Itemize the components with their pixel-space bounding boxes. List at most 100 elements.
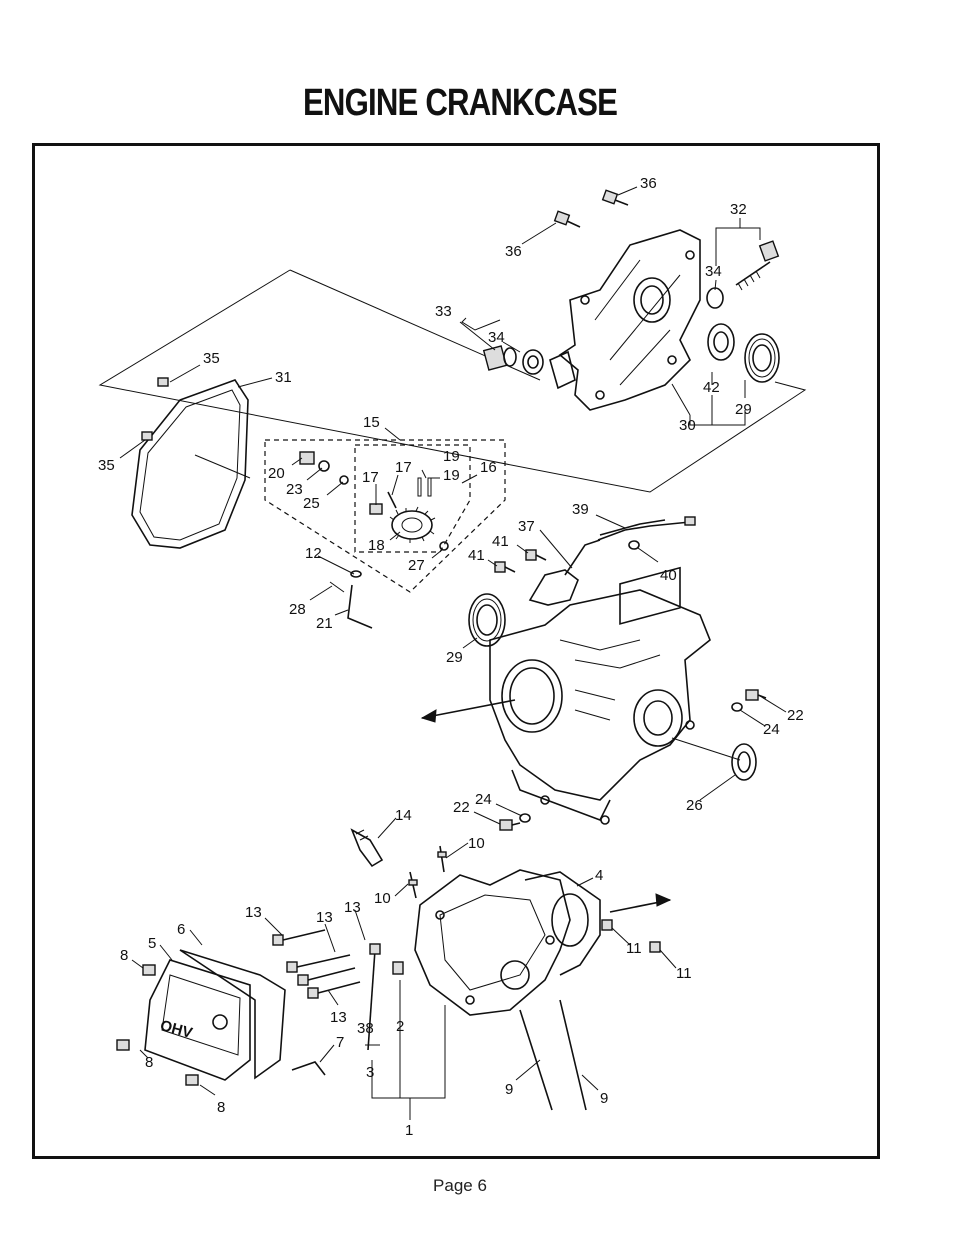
governor-assembly-15 (264, 439, 506, 593)
bolt-8-upper (142, 964, 156, 976)
bolt-22-lower (499, 819, 521, 831)
label-10-upper: 10 (468, 835, 485, 852)
label-13-a: 13 (245, 904, 262, 921)
oil-drain-plug-32 (735, 240, 780, 291)
label-42: 42 (703, 379, 720, 396)
governor-weight-17 (369, 503, 383, 515)
washer-24-right (731, 702, 743, 712)
bolt-41b (525, 549, 547, 561)
bolt-22-right (745, 689, 767, 701)
crankcase-block (489, 566, 711, 825)
governor-sleeve-20 (299, 451, 315, 465)
oil-seal-26 (731, 743, 757, 781)
label-8-upper: 8 (120, 947, 128, 964)
leader-lines (119, 186, 787, 1120)
breather-tube-7 (291, 1061, 326, 1076)
label-16: 16 (480, 459, 497, 476)
washer-24-lower (519, 813, 531, 823)
guide-3 (369, 943, 381, 955)
label-23: 23 (286, 481, 303, 498)
label-9-right: 9 (600, 1090, 608, 1107)
clip-25 (339, 475, 349, 485)
guide-2 (392, 961, 404, 975)
label-19-upper: 19 (443, 448, 460, 465)
label-35-upper: 35 (203, 350, 220, 367)
label-7: 7 (336, 1034, 344, 1051)
governor-pin-19b (427, 477, 432, 497)
page-title: ENGINE CRANKCASE (302, 82, 618, 124)
washer-27 (439, 541, 449, 551)
label-31: 31 (275, 369, 292, 386)
page-number: Page 6 (433, 1176, 487, 1195)
label-4: 4 (595, 867, 603, 884)
ohv-emblem: OHV (158, 1017, 194, 1042)
stud-9-left (519, 1009, 553, 1111)
label-41-upper: 41 (492, 533, 509, 550)
label-22-right: 22 (787, 707, 804, 724)
label-24-lower: 24 (475, 791, 492, 808)
label-36-lower: 36 (505, 243, 522, 260)
label-36-upper: 36 (640, 175, 657, 192)
label-11-upper: 11 (626, 940, 642, 957)
label-29-right: 29 (735, 401, 752, 418)
wire-harness-39 (597, 516, 696, 541)
bearing-29-left (468, 593, 506, 647)
spark-plug-14 (350, 828, 384, 868)
arrow-left (421, 699, 516, 719)
label-6: 6 (177, 921, 185, 938)
gasket-31 (131, 379, 249, 549)
label-8-lower: 8 (217, 1099, 225, 1116)
label-8-middle: 8 (145, 1054, 153, 1071)
bolt-8-middle (116, 1039, 130, 1051)
label-5: 5 (148, 935, 156, 952)
push-rod-38 (367, 949, 376, 1051)
dowel-pin-11-lower (649, 941, 661, 953)
dowel-pin-11-upper (601, 919, 613, 931)
label-19-lower: 19 (443, 467, 460, 484)
washer-23 (318, 460, 330, 472)
oil-filler-cap-33 (482, 345, 576, 390)
label-12: 12 (305, 545, 322, 562)
label-38: 38 (357, 1020, 374, 1037)
clip-40 (628, 540, 640, 550)
o-ring-34-right (706, 287, 724, 309)
label-22-lower: 22 (453, 799, 470, 816)
label-2: 2 (396, 1018, 404, 1035)
label-30: 30 (679, 417, 696, 434)
label-34-right: 34 (705, 263, 722, 280)
cylinder-head-1 (414, 869, 571, 1016)
label-41-lower: 41 (468, 547, 485, 564)
label-35-lower: 35 (98, 457, 115, 474)
label-15: 15 (363, 414, 380, 431)
stud-9-right (559, 999, 587, 1111)
label-20: 20 (268, 465, 285, 482)
dowel-pin-35-upper (157, 377, 169, 387)
label-13-d: 13 (330, 1009, 347, 1026)
label-29-left: 29 (446, 649, 463, 666)
label-17-left: 17 (362, 469, 379, 486)
label-14: 14 (395, 807, 412, 824)
valve-cover-gasket-6 (179, 949, 286, 1080)
arrow-right-head (655, 893, 672, 907)
valve-cover-5: OHV (144, 959, 251, 1081)
label-17-right: 17 (395, 459, 412, 476)
head-gasket-4 (524, 871, 601, 976)
oil-seal-42 (707, 323, 735, 361)
dowel-pin-35-lower (141, 431, 153, 441)
label-13-b: 13 (316, 909, 333, 926)
governor-shaft-21 (329, 570, 373, 629)
label-3: 3 (366, 1064, 374, 1081)
governor-pin-17 (387, 491, 397, 509)
label-37: 37 (518, 518, 535, 535)
label-21: 21 (316, 615, 333, 632)
stud-10-lower (408, 871, 418, 899)
arrow-left-head (420, 709, 437, 723)
bolt-41a (494, 561, 516, 573)
bolt-36-upper (601, 189, 629, 206)
label-11-lower: 11 (676, 965, 692, 982)
label-40: 40 (660, 567, 677, 584)
label-24-right: 24 (763, 721, 780, 738)
governor-gear-18 (389, 506, 436, 543)
diagram-frame (32, 143, 880, 1159)
